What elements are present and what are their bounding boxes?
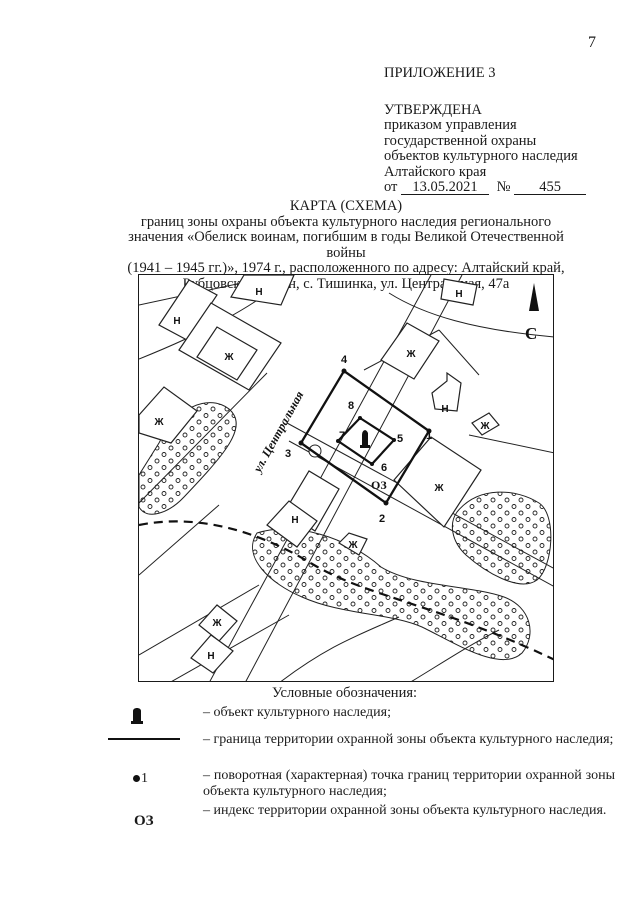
approval-line-1: приказом управления <box>384 117 517 133</box>
boundary-point-2 <box>383 500 389 506</box>
building-label: Н <box>255 287 262 298</box>
building-label: Ж <box>153 417 164 428</box>
building <box>440 278 478 306</box>
green-zone <box>139 402 237 515</box>
lot-boundary <box>139 372 268 504</box>
point-label-2: 2 <box>379 513 385 525</box>
building <box>393 436 482 528</box>
date-prefix: от <box>384 179 398 195</box>
number-prefix: № <box>496 179 511 195</box>
building-label: Н <box>455 289 462 300</box>
boundary-point-6 <box>370 462 374 466</box>
building <box>230 275 295 306</box>
page-number: 7 <box>588 34 596 51</box>
zone-index-label: ОЗ <box>371 478 387 492</box>
approval-line-2: государственной охраны <box>384 132 537 149</box>
legend-text-boundary: – граница территории охранной зоны объек… <box>203 732 614 747</box>
building <box>380 322 440 380</box>
boundary-point-5 <box>392 438 396 442</box>
building <box>338 532 368 556</box>
building-label: Ж <box>479 421 490 432</box>
point-label-1: 1 <box>426 430 432 442</box>
building <box>431 371 462 412</box>
street-label: ул. Центральная <box>249 389 306 477</box>
north-arrow-icon <box>529 283 539 311</box>
building <box>158 279 218 341</box>
building-label: Ж <box>433 483 444 494</box>
green-zone <box>252 528 531 661</box>
point-label-7: 7 <box>339 430 345 442</box>
building <box>471 412 500 436</box>
heading-line-3: (1941 – 1945 гг.)», 1974 г., расположенн… <box>127 260 565 277</box>
building <box>266 500 318 548</box>
approval-date: 13.05.2021 <box>401 180 490 195</box>
lot-boundary <box>438 329 480 376</box>
building <box>190 634 234 674</box>
point-label-6: 6 <box>381 462 387 474</box>
lot-boundary <box>139 504 220 576</box>
building-label: Ж <box>347 540 358 551</box>
legend-text-object: – объект культурного наследия; <box>203 705 391 720</box>
approval-date-line: от 13.05.2021 № 455 <box>384 179 587 196</box>
boundary-point-7 <box>336 439 340 443</box>
boundary-point-8 <box>358 416 362 420</box>
dashed-boundary <box>139 520 553 661</box>
lot-boundary <box>468 434 553 454</box>
approval-line-4: Алтайского края <box>384 163 487 180</box>
approval-block: ПРИЛОЖЕНИЕ 3 УТВЕРЖДЕНА приказом управле… <box>384 65 587 196</box>
point-dot-icon <box>133 775 140 783</box>
heading-line-2: значения «Обелиск воинам, погибшим в год… <box>128 229 564 261</box>
annex-number: ПРИЛОЖЕНИЕ 3 <box>384 65 496 81</box>
obelisk-icon <box>360 430 370 448</box>
lot-boundary <box>411 629 500 681</box>
building-label: Н <box>207 651 214 662</box>
building-label: Ж <box>223 352 234 363</box>
building-label: Н <box>291 515 298 526</box>
building <box>196 326 258 381</box>
boundary-point-1 <box>426 428 432 434</box>
boundary-line-symbol <box>108 738 180 740</box>
lot-boundary <box>139 584 260 656</box>
building-label: Н <box>441 404 448 415</box>
north-label: С <box>525 324 537 343</box>
approval-line-3: объектов культурного наследия <box>384 148 578 164</box>
point-symbol-label: 1 <box>141 771 148 786</box>
heading-line-1: границ зоны охраны объекта культурного н… <box>140 213 552 230</box>
lot-boundary <box>388 292 553 338</box>
boundary-point-4 <box>341 368 347 374</box>
building-label: Ж <box>211 618 222 629</box>
approval-number: 455 <box>514 180 587 195</box>
legend-text-point: – поворотная (характерная) точка границ … <box>203 768 615 799</box>
point-label-4: 4 <box>341 354 348 366</box>
map-frame: С ул. Центральная ОЗ Н Н Ж Ж Ж Н Н Ж Ж Н… <box>138 274 554 682</box>
heading-title: КАРТА (СХЕМА) <box>289 198 403 214</box>
map-scheme: С ул. Центральная ОЗ Н Н Ж Ж Ж Н Н Ж Ж Н… <box>139 275 553 681</box>
approved-stamp: УТВЕРЖДЕНА <box>384 101 482 118</box>
zone-index-symbol: ОЗ <box>134 813 154 829</box>
green-zone <box>451 491 552 585</box>
legend-title: Условные обозначения: <box>272 685 418 701</box>
point-label-8: 8 <box>348 400 354 412</box>
lot-boundary <box>280 616 400 681</box>
boundary-point-3 <box>298 440 304 446</box>
building <box>139 386 198 444</box>
point-label-3: 3 <box>285 448 291 460</box>
point-symbol: 1 <box>133 771 148 787</box>
building-label: Ж <box>405 349 416 360</box>
obelisk-legend-icon <box>131 708 143 724</box>
legend-text-index: – индекс территории охранной зоны объект… <box>203 803 607 818</box>
building-label: Н <box>173 316 180 327</box>
point-label-5: 5 <box>397 433 403 445</box>
